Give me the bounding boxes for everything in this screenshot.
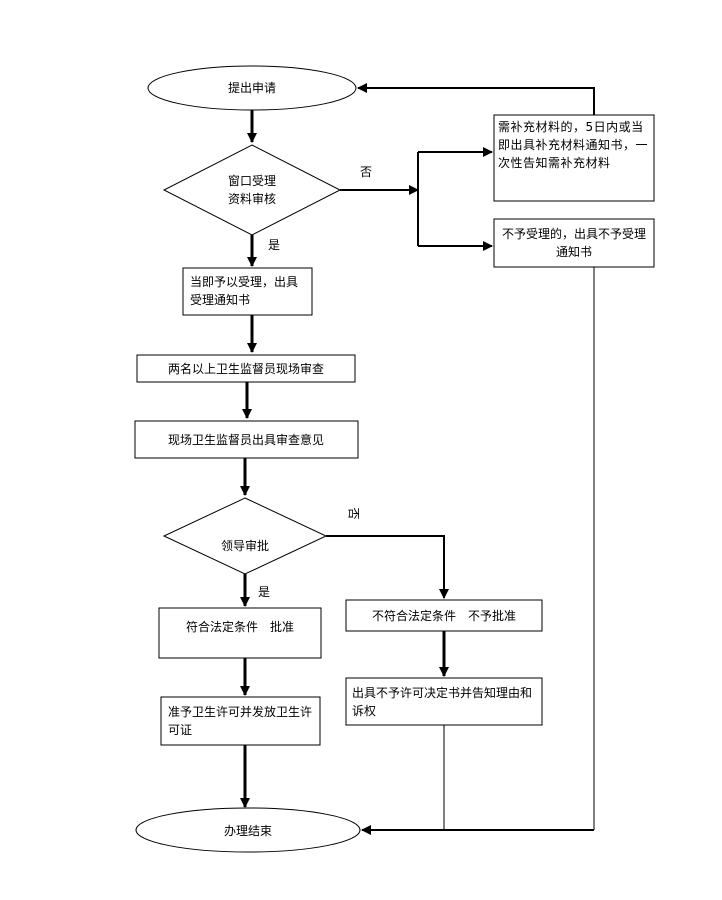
deny-label: 不符合法定条件 不予批准 (372, 608, 516, 623)
review-no-label: 否 (360, 165, 373, 179)
issue-permit-text: 准予卫生许可并发放卫生许可证 (168, 705, 313, 737)
deny-notice-text: 出具不予许可决定书并告知理由和诉权 (352, 686, 533, 718)
onsite-review-label: 两名以上卫生监督员现场审查 (168, 361, 324, 376)
end-node (135, 807, 361, 853)
review-decision (162, 144, 342, 236)
accept-text: 当即予以受理，出具受理通知书 (190, 275, 299, 307)
reject-accept-box (493, 218, 655, 268)
leader-yes-label: 是 (258, 585, 271, 599)
issue-permit-box (160, 696, 321, 746)
supplement-box (493, 114, 655, 202)
onsite-review-box (136, 354, 356, 383)
end-node-label: 办理结束 (224, 823, 272, 838)
start-node-label: 提出申请 (228, 80, 276, 95)
review-decision-line2: 资料审核 (228, 191, 276, 206)
accept-box (182, 267, 313, 316)
deny-notice-box (345, 677, 543, 726)
review-yes-label: 是 (268, 238, 281, 252)
review-opinion-label: 现场卫生监督员出具审查意见 (168, 432, 324, 447)
approve-box (158, 607, 322, 659)
leader-approval-label: 领导审批 (221, 538, 269, 553)
reject-accept-text: 不予受理的，出具不予受理通知书 (501, 227, 646, 259)
approve-label: 符合法定条件 批准 (186, 619, 294, 634)
connector-supplement-loop (357, 83, 595, 115)
leader-approval-decision (162, 497, 328, 575)
review-decision-line1: 窗口受理 (228, 174, 276, 188)
supplement-text: 需补充材料的，5日内或当即出具补充材料通知书，一次性告知需补充材料 (498, 120, 649, 170)
review-opinion-box (134, 420, 359, 459)
leader-no-label: 否 (346, 507, 361, 520)
connector-leader-no (326, 535, 449, 599)
